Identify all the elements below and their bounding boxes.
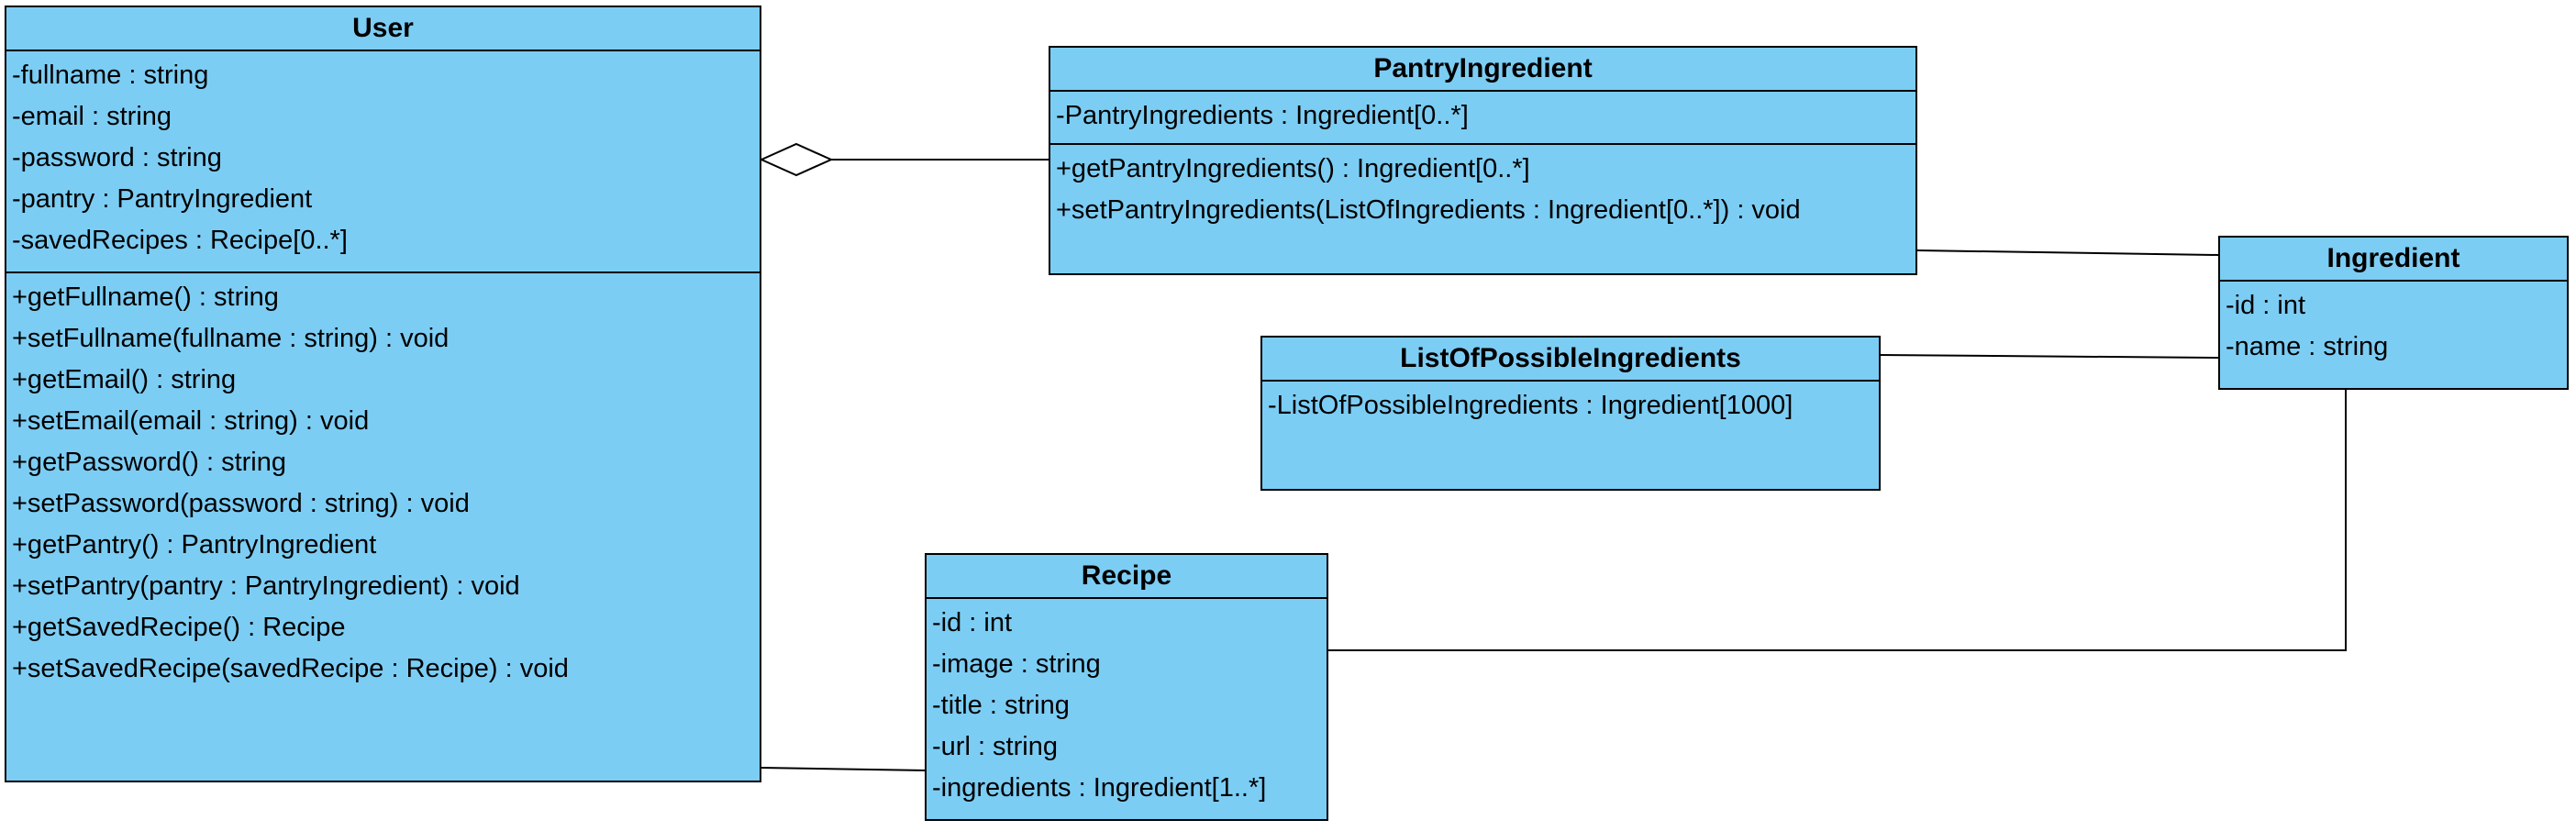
attribute: -ListOfPossibleIngredients : Ingredient[… <box>1268 391 1793 420</box>
class-name: Recipe <box>927 555 1327 599</box>
attribute: -password : string <box>12 143 222 172</box>
attributes-section: -PantryIngredients : Ingredient[0..*] <box>1050 92 1915 143</box>
attribute: -fullname : string <box>12 61 209 90</box>
class-user[interactable]: User -fullname : string -email : string … <box>5 6 761 782</box>
operations-section: +getFullname() : string +setFullname(ful… <box>6 271 760 690</box>
class-list-of-possible-ingredients[interactable]: ListOfPossibleIngredients -ListOfPossibl… <box>1260 336 1881 491</box>
attribute: -ingredients : Ingredient[1..*] <box>932 773 1267 803</box>
attributes-section: -id : int -name : string <box>2220 282 2567 368</box>
operation: +setSavedRecipe(savedRecipe : Recipe) : … <box>12 654 569 683</box>
class-name: User <box>6 7 760 51</box>
attribute: -PantryIngredients : Ingredient[0..*] <box>1056 101 1469 130</box>
attribute: -savedRecipes : Recipe[0..*] <box>12 226 348 255</box>
operation: +setPantry(pantry : PantryIngredient) : … <box>12 571 520 601</box>
operation: +getFullname() : string <box>12 283 279 312</box>
pantry-ingredient-association <box>1916 249 2219 256</box>
operation: +getEmail() : string <box>12 365 237 394</box>
class-pantry-ingredient[interactable]: PantryIngredient -PantryIngredients : In… <box>1049 46 1917 275</box>
aggregation-diamond <box>759 142 834 177</box>
attributes-section: -fullname : string -email : string -pass… <box>6 51 760 271</box>
operation: +getPantry() : PantryIngredient <box>12 530 377 560</box>
operation: +setPassword(password : string) : void <box>12 489 470 518</box>
class-recipe[interactable]: Recipe -id : int -image : string -title … <box>925 553 1328 821</box>
attribute: -pantry : PantryIngredient <box>12 184 313 214</box>
attributes-section: -ListOfPossibleIngredients : Ingredient[… <box>1262 382 1879 427</box>
attributes-section: -id : int -image : string -title : strin… <box>927 599 1327 809</box>
operation: +getPantryIngredients() : Ingredient[0..… <box>1056 154 1530 183</box>
class-name: ListOfPossibleIngredients <box>1262 338 1879 382</box>
attribute: -email : string <box>12 102 172 131</box>
operation: +getSavedRecipe() : Recipe <box>12 613 346 642</box>
possible-ingredient-association <box>1878 354 2219 359</box>
user-recipe-association <box>761 767 927 771</box>
attribute: -name : string <box>2226 332 2389 361</box>
operation: +setPantryIngredients(ListOfIngredients … <box>1056 195 1801 225</box>
attribute: -url : string <box>932 732 1058 761</box>
class-ingredient[interactable]: Ingredient -id : int -name : string <box>2218 236 2569 390</box>
operations-section: +getPantryIngredients() : Ingredient[0..… <box>1050 143 1915 231</box>
recipe-ingredient-association <box>1327 387 2347 651</box>
class-name: PantryIngredient <box>1050 48 1915 92</box>
operation: +setEmail(email : string) : void <box>12 406 370 436</box>
attribute: -image : string <box>932 649 1101 679</box>
operation: +getPassword() : string <box>12 448 286 477</box>
class-name: Ingredient <box>2220 238 2567 282</box>
attribute: -id : int <box>2226 291 2306 320</box>
operation: +setFullname(fullname : string) : void <box>12 324 450 353</box>
attribute: -id : int <box>932 608 1013 637</box>
attribute: -title : string <box>932 691 1070 720</box>
